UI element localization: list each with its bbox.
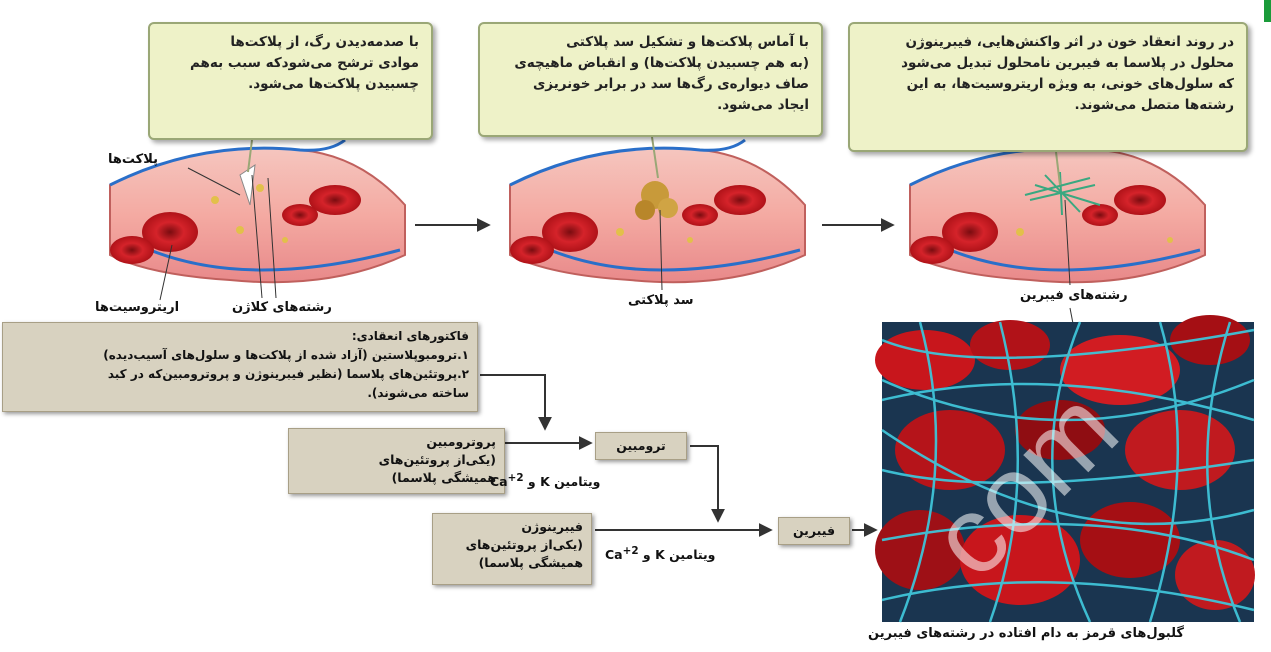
- callout-line: موادی ترشح می‌شودکه سبب به‌هم: [162, 53, 419, 74]
- factors-line: ۲.پروتئین‌های پلاسما (نظیر فیبرینوژن و پ…: [11, 365, 469, 384]
- callout-damage: با صدمه‌دیدن رگ، از پلاکت‌ها موادی ترشح …: [148, 22, 433, 140]
- accent-bar: [1264, 0, 1271, 22]
- callout-platelet-plug: با آماس پلاکت‌ها و تشکیل سد پلاکتی (به ه…: [478, 22, 823, 137]
- cofactor-text: ویتامین K و Ca: [605, 547, 715, 562]
- factors-line: ساخته می‌شوند).: [11, 384, 469, 403]
- fibrinogen-line: همیشگی پلاسما): [441, 554, 583, 572]
- cofactor-superscript: +2: [623, 545, 639, 557]
- fibrinogen-line: فیبرینوژن: [441, 518, 583, 536]
- callout-line: (به هم چسبیدن پلاکت‌ها) و انقباض ماهیچه‌…: [492, 53, 809, 74]
- cofactor-label-1: ویتامین K و Ca+2: [490, 472, 600, 489]
- cofactor-text: ویتامین K و Ca: [490, 474, 600, 489]
- cofactor-label-2: ویتامین K و Ca+2: [605, 545, 715, 562]
- label-erythrocytes: اریتروسیت‌ها: [95, 300, 179, 315]
- label-collagen: رشته‌های کلاژن: [232, 300, 332, 315]
- callout-line: با آماس پلاکت‌ها و تشکیل سد پلاکتی: [492, 32, 809, 53]
- callout-line: محلول در پلاسما به فیبرین نامحلول تبدیل …: [862, 53, 1234, 74]
- thrombin-box: ترومبین: [595, 432, 687, 460]
- callout-line: با صدمه‌دیدن رگ، از پلاکت‌ها: [162, 32, 419, 53]
- prothrombin-line: همیشگی پلاسما): [297, 469, 496, 487]
- vessel-illustration-2: [510, 140, 805, 282]
- factors-line: ۱.ترومبوپلاستین (آزاد شده از پلاکت‌ها و …: [11, 346, 469, 365]
- label-platelets: پلاکت‌ها: [108, 152, 158, 167]
- fibrinogen-box: فیبرینوژن (یکی‌از پروتئین‌های همیشگی پلا…: [432, 513, 592, 585]
- caption: گلبول‌های قرمز به دام افتاده در رشته‌های…: [868, 626, 1184, 641]
- callout-line: در روند انعقاد خون در اثر واکنش‌هایی، فی…: [862, 32, 1234, 53]
- prothrombin-line: پروترومبین: [297, 433, 496, 451]
- callout-line: چسبیدن پلاکت‌ها می‌شود.: [162, 74, 419, 95]
- fibrin-box: فیبرین: [778, 517, 850, 545]
- prothrombin-line: (یکی‌از پروتئین‌های: [297, 451, 496, 469]
- label-platelet-plug: سد پلاکتی: [628, 293, 694, 308]
- prothrombin-box: پروترومبین (یکی‌از پروتئین‌های همیشگی پل…: [288, 428, 505, 494]
- coagulation-factors-box: فاکتورهای انعقادی: ۱.ترومبوپلاستین (آزاد…: [2, 322, 478, 412]
- label-fibrin-strands: رشته‌های فیبرین: [1020, 288, 1128, 303]
- callout-coagulation: در روند انعقاد خون در اثر واکنش‌هایی، فی…: [848, 22, 1248, 152]
- callout-line: رشته‌ها متصل می‌شوند.: [862, 95, 1234, 116]
- factors-title: فاکتورهای انعقادی:: [11, 327, 469, 346]
- callout-line: که سلول‌های خونی، به ویژه اریتروسیت‌ها، …: [862, 74, 1234, 95]
- fibrinogen-line: (یکی‌از پروتئین‌های: [441, 536, 583, 554]
- callout-line: ایجاد می‌شود.: [492, 95, 809, 116]
- cofactor-superscript: +2: [508, 472, 524, 484]
- callout-line: صاف دیواره‌ی رگ‌ها سد در برابر خونریزی: [492, 74, 809, 95]
